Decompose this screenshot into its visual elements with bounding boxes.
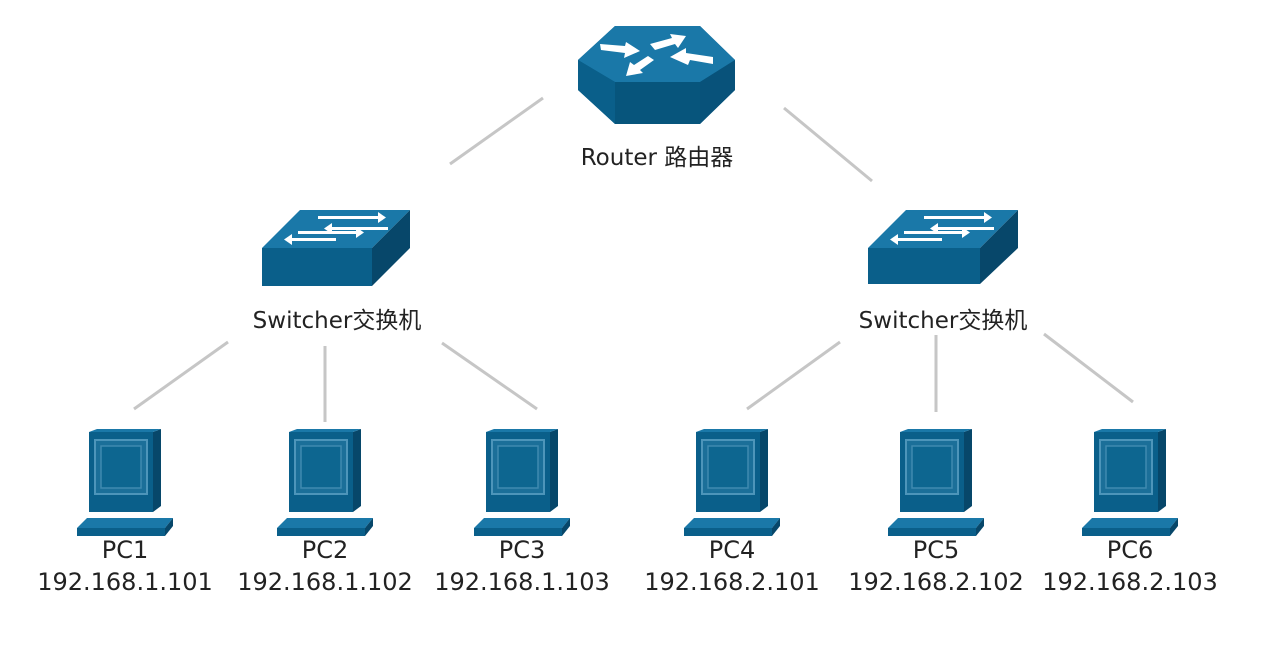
computer-icon: [1082, 429, 1178, 536]
computer-icon: [888, 429, 984, 536]
router-label: Router 路由器: [581, 145, 734, 171]
pc-ip-address: 192.168.1.101: [37, 568, 213, 596]
switch-2-label: Switcher交换机: [859, 308, 1028, 334]
pc-ip-address: 192.168.2.101: [644, 568, 820, 596]
switch-2: Switcher交换机: [859, 210, 1028, 334]
link-router-switch1: [449, 96, 544, 166]
pc-1: PC1 192.168.1.101: [37, 429, 213, 596]
pc-name: PC3: [499, 536, 546, 564]
computer-icon: [277, 429, 373, 536]
computer-icon: [684, 429, 780, 536]
router-icon: [578, 26, 735, 124]
pc-ip-address: 192.168.1.102: [237, 568, 413, 596]
switch-1: Switcher交换机: [253, 210, 422, 334]
link-switch1-pc1: [133, 340, 229, 411]
pc-name: PC5: [913, 536, 960, 564]
pc-name: PC2: [302, 536, 349, 564]
pc-ip-address: 192.168.2.102: [848, 568, 1024, 596]
switch-icon: [868, 210, 1018, 284]
switch-1-label: Switcher交换机: [253, 308, 422, 334]
pc-name: PC1: [102, 536, 149, 564]
computer-icon: [474, 429, 570, 536]
pc-name: PC4: [709, 536, 756, 564]
pc-name: PC6: [1107, 536, 1154, 564]
link-switch1-pc3: [441, 341, 538, 411]
computer-icon: [77, 429, 173, 536]
pc-ip-address: 192.168.1.103: [434, 568, 610, 596]
pc-2: PC2 192.168.1.102: [237, 429, 413, 596]
link-switch2-pc6: [1043, 332, 1134, 404]
pc-3: PC3 192.168.1.103: [434, 429, 610, 596]
pc-group: PC1 192.168.1.101 PC2 192.168.1.102 PC3 192.1…: [37, 429, 1218, 596]
router: Router 路由器: [578, 26, 735, 171]
pc-4: PC4 192.168.2.101: [644, 429, 820, 596]
link-switch2-pc4: [746, 340, 841, 411]
pc-6: PC6 192.168.2.103: [1042, 429, 1218, 596]
links: [133, 96, 1134, 422]
switch-icon: [262, 210, 410, 286]
link-router-switch2: [783, 106, 873, 183]
pc-5: PC5 192.168.2.102: [848, 429, 1024, 596]
pc-ip-address: 192.168.2.103: [1042, 568, 1218, 596]
